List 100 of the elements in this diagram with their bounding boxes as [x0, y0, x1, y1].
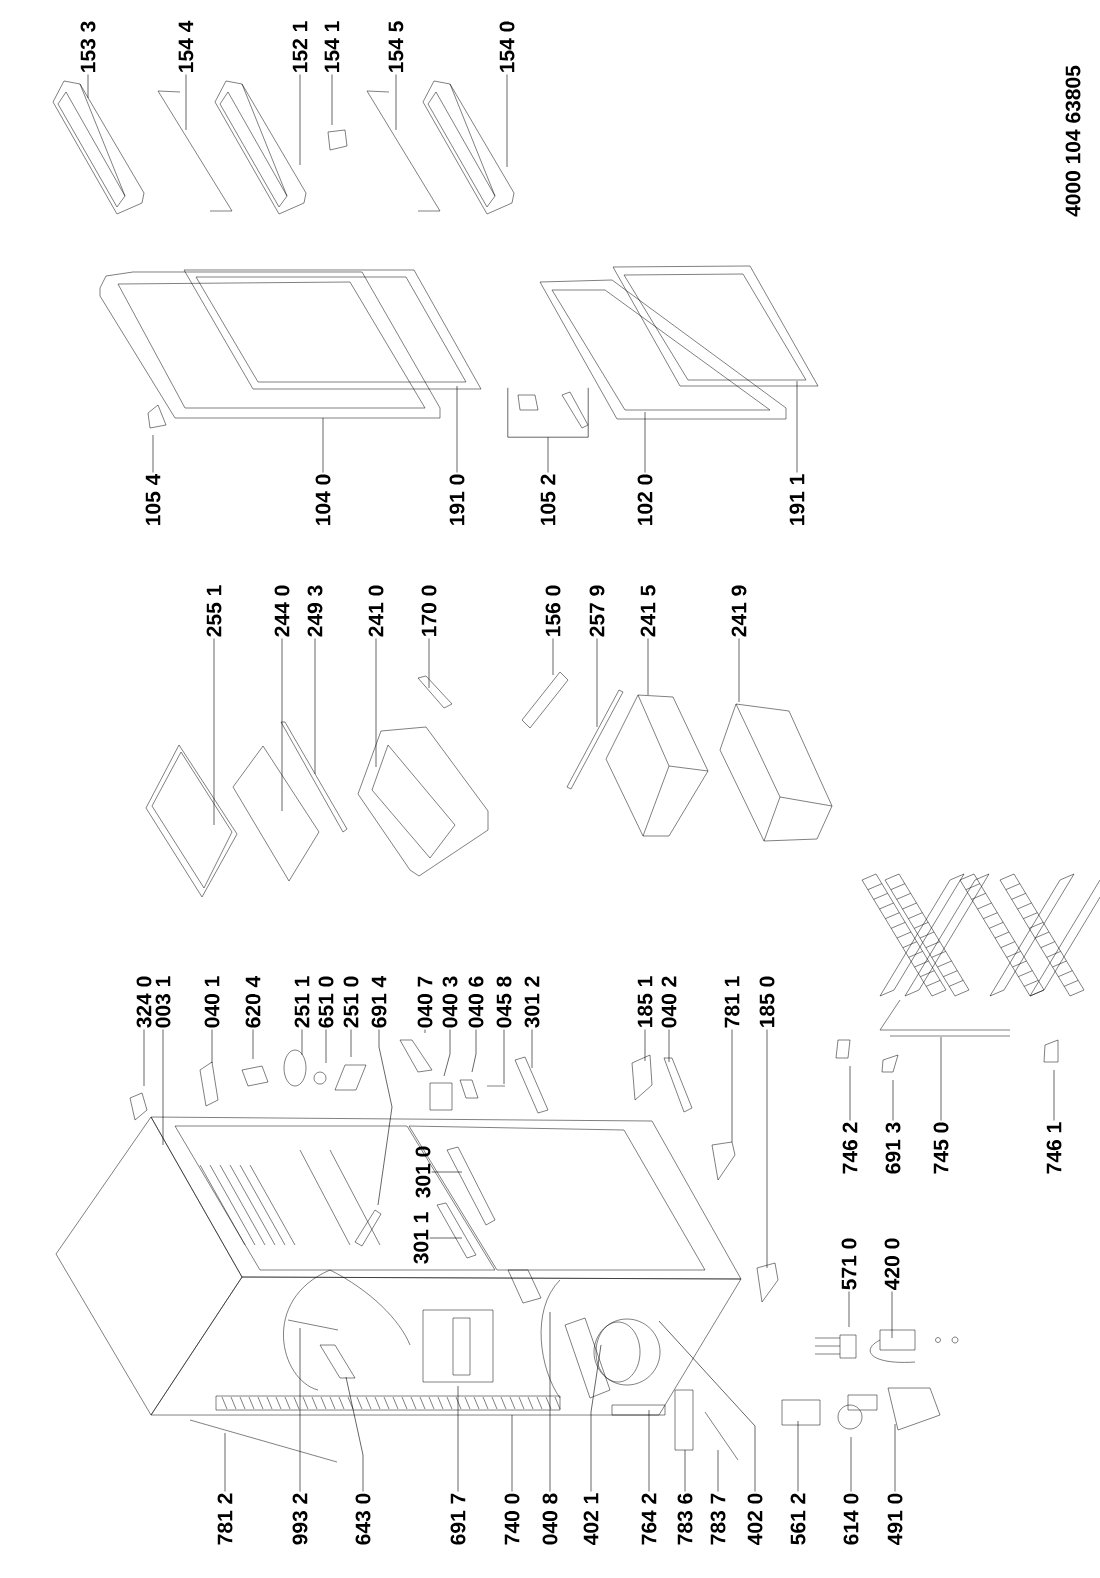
callout-number: 105 2	[540, 474, 556, 525]
callout-number: 191 0	[449, 474, 465, 525]
leader-line	[299, 1327, 301, 1492]
callout-number: 102 0	[637, 474, 653, 525]
leader-line	[1053, 1069, 1055, 1121]
callout-number: 255 1	[206, 585, 222, 637]
leader-line	[891, 1291, 893, 1339]
callout-number: 104 0	[315, 474, 331, 525]
callout-number: 154 0	[499, 21, 515, 72]
callout-number: 003 1	[155, 976, 171, 1028]
callout-number: 746 1	[1046, 1122, 1062, 1174]
leader-line	[549, 1311, 551, 1492]
leader-line	[738, 638, 740, 703]
callout-number: 571 0	[841, 1238, 857, 1290]
callout-number: 324 0	[136, 976, 152, 1028]
leader-line	[162, 1029, 164, 1146]
callout-number: 040 2	[661, 976, 677, 1028]
bracket	[507, 387, 589, 438]
leader-line	[547, 436, 549, 473]
callout-number: 251 1	[294, 976, 310, 1028]
callout-number: 691 4	[371, 975, 387, 1028]
leader-line	[940, 1036, 942, 1121]
callout-number: 764 2	[641, 1493, 657, 1545]
callout-number: 105 4	[145, 473, 161, 525]
leader-line	[668, 1029, 670, 1063]
callout-number: 154 4	[178, 20, 194, 72]
leader-line	[428, 638, 430, 689]
callout-number: 154 5	[388, 21, 404, 72]
leader-line	[350, 1029, 352, 1058]
leader-line	[375, 638, 377, 768]
leader-line	[717, 1449, 719, 1492]
leader-line	[552, 638, 554, 676]
leader-line	[456, 385, 458, 473]
callout-number: 045 8	[496, 976, 512, 1028]
leader-line	[894, 1423, 896, 1492]
leader-line	[281, 638, 283, 812]
callout-number: 156 0	[545, 585, 561, 636]
leader-line	[429, 1237, 463, 1239]
leader-line	[850, 1436, 852, 1492]
leader-line	[331, 74, 333, 126]
leader-line	[684, 1449, 686, 1492]
callout-number: 491 0	[887, 1493, 903, 1545]
callout-number: 185 0	[759, 976, 775, 1027]
callout-number: 420 0	[884, 1238, 900, 1290]
callout-number: 746 2	[842, 1122, 858, 1174]
leader-line	[797, 1420, 799, 1492]
callout-number: 781 2	[217, 1493, 233, 1545]
callout-number: 781 1	[724, 976, 740, 1028]
leader-line	[395, 74, 397, 131]
leader-line	[301, 1029, 303, 1056]
leader-line	[796, 380, 798, 473]
callout-number: 691 7	[450, 1493, 466, 1545]
callout-number: 241 5	[640, 585, 656, 637]
leader-line	[506, 74, 508, 168]
callout-number: 783 6	[677, 1493, 693, 1545]
leader-line	[143, 1029, 145, 1087]
callout-number: 040 8	[542, 1493, 558, 1545]
callout-number: 154 1	[324, 21, 340, 72]
callout-number: 249 3	[307, 585, 323, 637]
leader-line	[325, 1029, 327, 1064]
leader-line	[471, 1029, 477, 1073]
leader-line	[377, 1029, 393, 1206]
leader-line	[511, 1414, 513, 1492]
callout-number: 251 0	[343, 976, 359, 1028]
callout-number: 257 9	[589, 585, 605, 637]
part-number: 4000 104 63805	[1065, 65, 1081, 217]
leader-line	[848, 1291, 850, 1328]
leader-line	[322, 417, 324, 473]
callout-number: 620 4	[245, 975, 261, 1028]
leader-line	[314, 638, 316, 775]
callout-number: 153 3	[80, 21, 96, 72]
leader-line	[503, 1029, 505, 1085]
callout-number: 241 0	[368, 585, 384, 637]
callout-number: 152 1	[292, 21, 308, 72]
leader-line	[211, 1029, 213, 1064]
callout-number: 040 6	[468, 976, 484, 1028]
leader-line	[443, 1029, 451, 1077]
leader-line	[644, 411, 646, 473]
leader-line	[185, 74, 187, 131]
callout-number: 241 9	[731, 585, 747, 637]
leader-line	[299, 74, 301, 166]
callout-number: 783 7	[710, 1493, 726, 1545]
callout-number: 402 1	[583, 1493, 599, 1545]
leader-line	[658, 1320, 756, 1492]
leader-line	[849, 1065, 851, 1121]
leader-line	[424, 1029, 426, 1034]
callout-number: 191 1	[789, 474, 805, 525]
leader-line	[892, 1079, 894, 1121]
leader-line	[457, 1385, 459, 1492]
leader-line	[345, 1376, 364, 1492]
leader-line	[648, 1409, 650, 1492]
leader-line	[224, 1432, 226, 1492]
leader-line	[87, 74, 89, 99]
leader-line	[531, 1029, 533, 1069]
leader-line	[644, 1029, 646, 1062]
leader-line	[766, 1029, 768, 1269]
callout-number: 301 2	[524, 976, 540, 1028]
callout-number: 040 7	[417, 976, 433, 1028]
callout-number: 691 3	[885, 1122, 901, 1174]
callout-number: 993 2	[292, 1493, 308, 1545]
